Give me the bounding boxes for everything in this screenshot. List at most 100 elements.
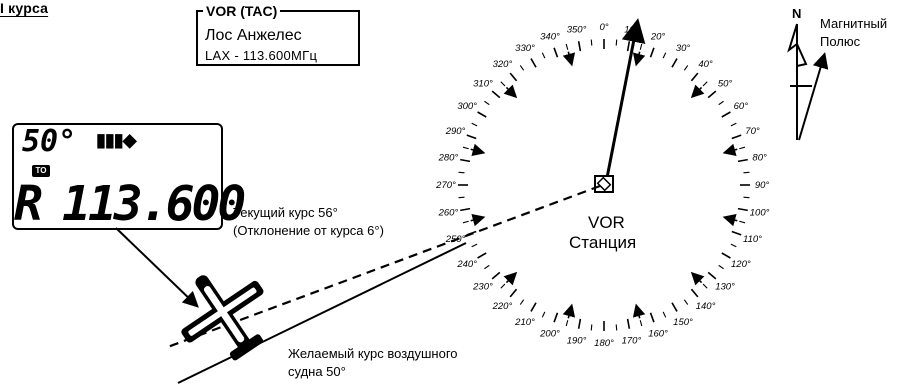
desired-course-caption-line2: судна 50° <box>288 364 346 379</box>
compass-tick <box>484 100 490 106</box>
compass-degree-label: 260° <box>438 207 459 218</box>
compass-inner-arrow <box>470 213 486 227</box>
compass-tick <box>707 271 717 280</box>
compass-tick <box>477 111 487 118</box>
compass-tick <box>462 146 469 150</box>
magnetic-pole-icon <box>787 23 829 141</box>
compass-degree-label: 130° <box>715 282 735 293</box>
compass-degree-label: 140° <box>696 301 716 312</box>
compass-degree-label: 40° <box>698 59 713 70</box>
compass-inner-arrow <box>632 51 646 67</box>
compass-tick <box>626 41 631 52</box>
compass-tick <box>541 311 546 318</box>
station-subtitle: Станция <box>569 233 637 252</box>
compass-tick <box>466 134 477 140</box>
compass-rose: 0°10°20°30°40°50°60°70°80°90°100°110°120… <box>435 22 769 349</box>
lcd-frequency: 113.600 <box>62 176 246 232</box>
lcd-signal-bars-icon: ▮▮▮◆ <box>96 130 137 150</box>
compass-inner-arrow <box>562 51 576 67</box>
compass-tick <box>577 41 582 52</box>
compass-tick <box>707 90 717 99</box>
compass-tick <box>639 320 643 327</box>
compass-tick <box>702 81 708 87</box>
compass-tick <box>471 243 478 248</box>
compass-tick <box>671 302 678 312</box>
compass-degree-label: 30° <box>676 43 691 54</box>
compass-tick <box>683 65 689 71</box>
compass-tick <box>743 171 750 174</box>
compass-tick <box>743 196 750 199</box>
compass-degree-label: 280° <box>438 153 459 164</box>
compass-degree-label: 0° <box>599 22 608 33</box>
compass-degree-label: 190° <box>567 336 587 347</box>
compass-tick <box>471 122 478 127</box>
deviation-caption: (Отклонение от курса 6°) <box>233 223 384 238</box>
compass-tick <box>565 320 569 327</box>
compass-inner-arrow <box>562 303 576 319</box>
compass-degree-label: 60° <box>734 101 749 112</box>
compass-tick <box>731 230 742 236</box>
compass-tick <box>565 43 569 50</box>
compass-degree-label: 240° <box>456 259 477 270</box>
compass-tick <box>509 288 518 298</box>
compass-tick <box>737 158 748 163</box>
compass-tick <box>739 146 746 150</box>
compass-tick <box>737 207 748 212</box>
compass-degree-label: 290° <box>445 126 466 137</box>
compass-tick <box>662 311 667 318</box>
compass-tick <box>460 207 471 212</box>
compass-tick <box>462 220 469 224</box>
compass-degree-label: 350° <box>567 24 587 35</box>
compass-degree-label: 100° <box>750 207 770 218</box>
magnetic-label-line2: Полюс <box>820 34 861 49</box>
compass-inner-arrow <box>690 84 705 99</box>
magnetic-label-line1: Магнитный <box>820 16 888 31</box>
compass-degree-label: 220° <box>492 301 513 312</box>
lcd-leader-arrow <box>115 227 199 308</box>
compass-tick <box>590 324 593 331</box>
compass-degree-label: 80° <box>752 153 767 164</box>
compass-tick <box>477 252 487 259</box>
compass-tick <box>509 72 518 82</box>
compass-tick <box>553 47 559 58</box>
compass-tick <box>458 196 465 199</box>
compass-tick <box>690 72 699 82</box>
compass-tick <box>702 283 708 289</box>
compass-tick <box>721 111 731 118</box>
compass-degree-label: 150° <box>673 317 693 328</box>
compass-degree-label: 210° <box>514 317 535 328</box>
compass-degree-label: 110° <box>743 234 762 245</box>
compass-degree-label: 90° <box>755 180 770 191</box>
compass-tick <box>553 312 559 323</box>
vor-station-icon <box>594 175 614 193</box>
diagram-title-fragment: I курса <box>0 0 49 16</box>
compass-tick <box>671 58 678 68</box>
compass-tick <box>690 288 699 298</box>
lcd-course-value: 50° <box>22 124 77 159</box>
compass-inner-arrow <box>470 143 486 157</box>
compass-inner-arrow <box>503 271 518 286</box>
compass-inner-arrow <box>690 271 705 286</box>
compass-tick <box>491 90 501 99</box>
compass-tick <box>721 252 731 259</box>
compass-tick <box>615 39 618 46</box>
compass-tick <box>739 220 746 224</box>
compass-degree-label: 70° <box>745 126 760 137</box>
compass-tick <box>649 312 655 323</box>
compass-tick <box>718 100 724 106</box>
current-course-caption: Текущий курс 56° <box>233 205 338 220</box>
compass-tick <box>500 81 506 87</box>
compass-tick <box>491 271 501 280</box>
compass-tick <box>500 283 506 289</box>
compass-degree-label: 120° <box>731 259 751 270</box>
vor-frequency: LAX - 113.600МГц <box>205 48 318 63</box>
compass-tick <box>530 58 537 68</box>
compass-degree-label: 320° <box>493 59 513 70</box>
compass-tick <box>731 134 742 140</box>
compass-degree-label: 200° <box>539 328 560 339</box>
aircraft-icon <box>181 275 264 361</box>
compass-tick <box>484 264 490 270</box>
compass-degree-label: 160° <box>648 328 668 339</box>
compass-inner-arrow <box>722 143 738 157</box>
